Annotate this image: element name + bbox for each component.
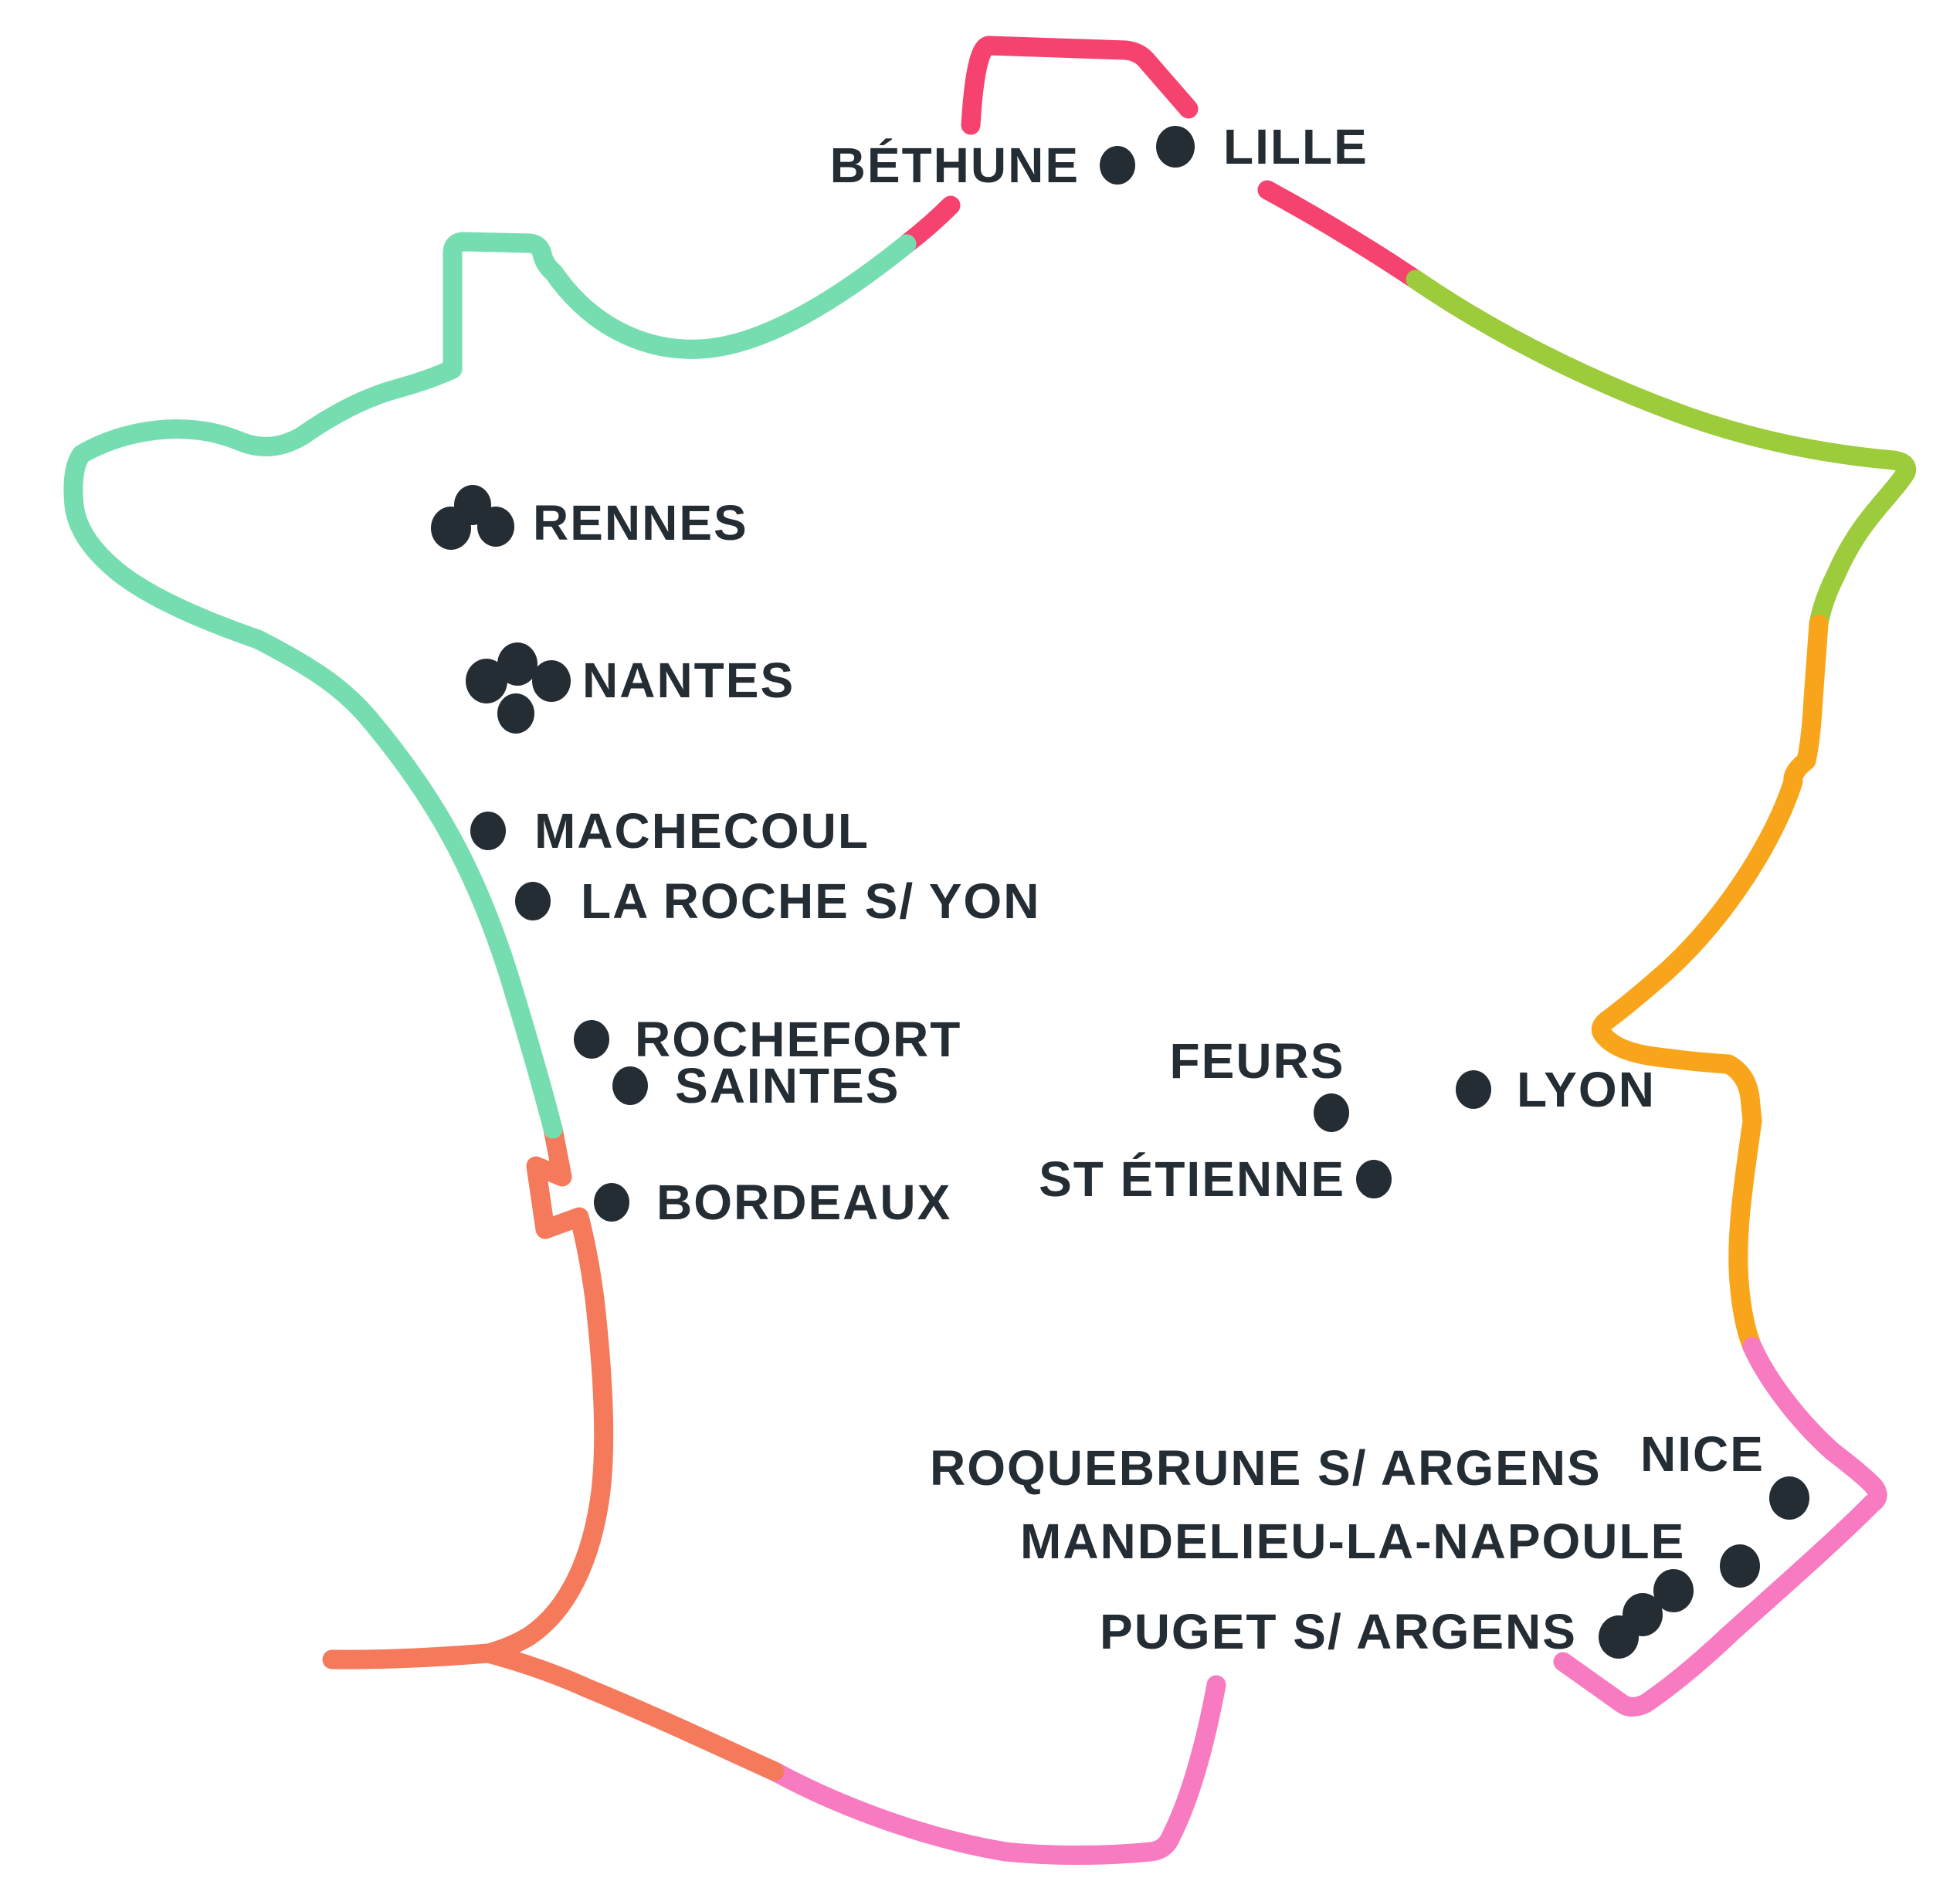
city-label-machecoul: MACHECOUL [534,803,870,859]
city-dot-machecoul [470,812,506,850]
city-dot-rennes [477,507,514,547]
city-label-mandelieu: MANDELIEU-LA-NAPOULE [1020,1513,1685,1569]
city-dot-feurs [1314,1093,1349,1132]
city-dot-st-etienne [1356,1160,1392,1198]
dots-layer [431,126,1809,1659]
outline-layer [63,36,1917,1865]
city-dot-nantes [497,642,537,686]
flanders-coast [1257,180,1426,290]
city-dot-nantes [497,693,534,734]
city-dot-nantes [532,660,571,702]
city-label-nice: NICE [1640,1426,1765,1482]
riviera-dot-3 [1653,1569,1694,1612]
city-dot-nantes [466,659,507,703]
city-dot-bethune [1100,146,1135,185]
city-label-lille: LILLE [1223,119,1368,175]
city-dot-saintes [612,1066,648,1105]
labels-layer: BÉTHUNE LILLE RENNES NANTES MACHECOUL LA ROCH… [533,119,1765,1659]
riviera-dot-5 [1599,1615,1639,1659]
atlantic-brittany-channel-coast [63,232,917,1139]
city-label-puget: PUGET S/ ARGENS [1100,1604,1577,1659]
pyrenees-spur [322,1643,498,1669]
city-dot-lyon [1456,1070,1491,1109]
italy-riviera-border [1553,1337,1887,1717]
city-label-feurs: FEURS [1170,1033,1345,1089]
calais-trapezoid-border [961,36,1199,135]
riviera-dot-2 [1720,1544,1760,1588]
city-label-la-roche: LA ROCHE S/ YON [581,873,1040,929]
city-label-roquebrune: ROQUEBRUNE S/ ARGENS [930,1440,1602,1496]
riviera-dot-1 [1769,1476,1809,1520]
city-dot-bordeaux [594,1183,629,1222]
provence-languedoc-coast [765,1675,1226,1865]
east-alps-border [1591,614,1829,1357]
northeast-border [1406,269,1917,634]
city-dot-la-roche [515,882,551,920]
city-dot-rennes [431,507,471,550]
city-label-bordeaux: BORDEAUX [656,1174,951,1230]
city-label-nantes: NANTES [582,652,795,708]
city-dot-rochefort [574,1020,609,1059]
southwest-coast [478,1119,785,1781]
city-label-saintes: SAINTES [675,1058,900,1113]
city-label-lyon: LYON [1517,1062,1656,1117]
city-dot-lille [1156,126,1195,168]
city-label-st-etienne: ST ÉTIENNE [1039,1151,1345,1207]
city-label-rochefort: ROCHEFORT [635,1012,961,1067]
city-label-bethune: BÉTHUNE [830,137,1080,193]
city-label-rennes: RENNES [533,495,748,551]
